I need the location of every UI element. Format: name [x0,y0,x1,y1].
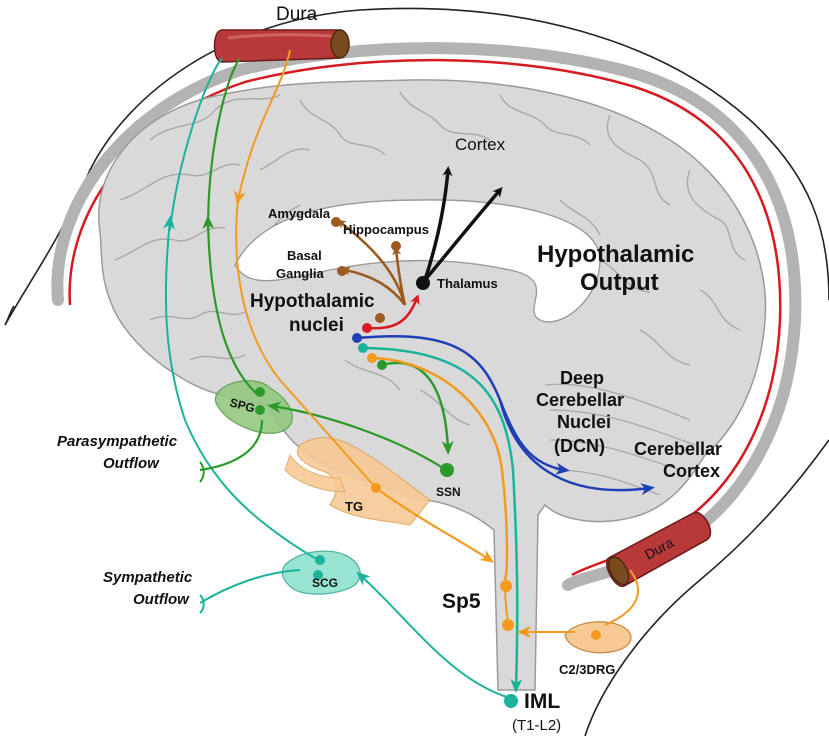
label-dcn-4: (DCN) [554,436,605,456]
label-hypothalamic-output-1: Hypothalamic [537,241,694,268]
label-tg: TG [345,499,363,514]
label-spg: SPG [228,395,256,415]
node-orange-origin [367,353,377,363]
node-green-origin [377,360,387,370]
path-green-ssn-spg [267,401,447,471]
path-orange-dura-drg [604,569,639,626]
spg-ganglion [214,380,293,434]
node-iml [504,694,518,708]
node-scg-2 [313,570,323,580]
label-iml: IML [524,690,560,713]
path-green-hypo-ssn [381,361,454,455]
label-cortex: Cortex [455,135,506,154]
node-thalamus [416,276,430,290]
path-green-parasympathetic [199,419,264,472]
label-parasympathetic-1: Parasympathetic [57,433,178,450]
node-blue-origin [352,333,362,343]
node-scg-1 [315,555,325,565]
brain-gyri [114,91,746,426]
node-tg [371,483,381,493]
path-teal-iml-scg [356,571,511,699]
label-hippocampus: Hippocampus [343,222,429,237]
path-teal-sympathetic [199,569,301,604]
node-sp5-2 [502,619,514,631]
node-hippocampus [391,241,401,251]
node-brown-origin [375,313,385,323]
node-basal-ganglia [337,266,347,276]
node-spg-1 [255,387,265,397]
label-amygdala: Amygdala [268,206,331,221]
label-scg: SCG [312,576,338,590]
label-c23drg: C2/3DRG [559,662,615,677]
node-sp5-1 [500,580,512,592]
label-sympathetic-1: Sympathetic [103,569,193,586]
dura-bottom [606,511,712,587]
label-cerebellar-cortex-2: Cortex [663,461,720,481]
path-orange-tg-sp5 [375,487,495,563]
path-green-dura-up [206,57,241,231]
path-blue-cerebellar-cortex [498,399,655,496]
face-outline [4,305,15,326]
label-iml-range: (T1-L2) [512,717,561,734]
path-teal-scg-dura [163,215,319,561]
path-blue-dcn [356,335,570,475]
path-orange-hypo-sp5 [371,356,509,581]
node-drg [591,630,601,640]
path-thalamus-cortex-1 [423,166,453,281]
label-cerebellar-cortex-1: Cerebellar [634,439,722,459]
label-sp5: Sp5 [442,590,481,613]
label-thalamus: Thalamus [437,276,498,291]
node-amygdala [331,217,341,227]
node-teal-origin [358,343,368,353]
label-sympathetic-2: Outflow [133,591,190,608]
label-ssn: SSN [436,485,461,499]
path-orange-dura-tg [235,199,377,489]
label-dcn-2: Cerebellar [536,390,624,410]
path-thalamus-cortex-2 [423,186,503,282]
path-teal-dura-up [169,57,223,231]
path-orange-dura-down [234,49,291,205]
label-hypothalamic-output-2: Output [580,269,659,296]
label-dcn-1: Deep [560,368,604,388]
parasympathetic-fork [199,461,205,483]
label-hypothalamic-nuclei-1: Hypothalamic [250,291,375,312]
path-green-spg-dura [202,215,259,396]
label-basal: Basal [287,248,322,263]
dura-top [213,29,350,63]
path-hypothalamus-thalamus [366,294,420,330]
tg-ganglion-lobe [284,453,346,493]
label-hypothalamic-nuclei-2: nuclei [289,315,344,336]
node-red-origin [362,323,372,333]
node-ssn [440,463,454,477]
label-parasympathetic-2: Outflow [103,455,160,472]
label-dcn-3: Nuclei [557,412,611,432]
node-spg-2 [255,405,265,415]
label-ganglia: Ganglia [276,266,324,281]
path-teal-hypo-iml [364,346,523,693]
brown-pathways [336,219,407,306]
label-dura-top: Dura [276,4,318,25]
sympathetic-fork [199,594,205,614]
neck-outline [584,439,829,736]
